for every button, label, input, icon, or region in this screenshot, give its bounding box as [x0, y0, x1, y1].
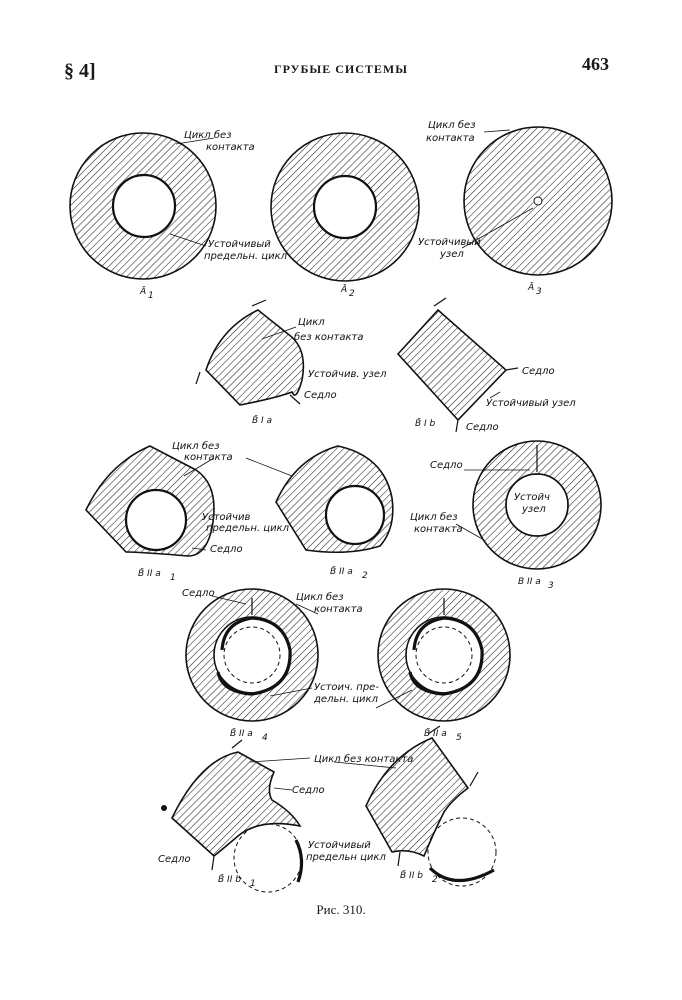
label-stable-limit-B2b1: Устойчивый	[308, 840, 371, 851]
sublabel-A3: Ā	[527, 282, 534, 293]
sublabel-B2b2-index: 2	[432, 875, 438, 885]
figure-caption: Рис. 310.	[316, 902, 366, 917]
label-stable-node-B2a3-2: узел	[521, 504, 546, 515]
label-cycle-no-contact-B2a4-2: контакта	[314, 604, 363, 615]
label-stable-node-A3-2: узел	[439, 249, 464, 260]
stable-node-A3	[533, 196, 543, 206]
sublabel-A2: Ā	[340, 284, 347, 295]
annulus-A1	[69, 132, 217, 280]
sublabel-B2a2: B̄ II a	[330, 565, 353, 577]
label-cycle-no-contact-A3: Цикл без	[428, 119, 476, 131]
diagram-B2a2: B̄ II a 2	[245, 445, 394, 581]
sublabel-B1b: B̄ I b	[415, 417, 436, 429]
sublabel-B2a2-index: 2	[362, 571, 368, 581]
label-stable-limit-B2b1-2: предельн цикл	[306, 852, 386, 863]
label-cycle-no-contact-B2a4: Цикл без	[296, 591, 344, 603]
label-cycle-no-contact-B2a3: Цикл без	[410, 511, 458, 523]
sublabel-B2b1: B̄ II b	[218, 873, 241, 885]
label-stable-node-B1b: Устойчивый узел	[486, 398, 576, 409]
sublabel-B2a4-index: 4	[262, 733, 268, 743]
diagram-B1a: Цикл без контакта Устойчив. узел Седло B…	[195, 299, 387, 426]
diagram-A3: Цикл без контакта Устойчивый узел Ā 3	[418, 119, 613, 297]
label-saddle-B2a1: Седло	[210, 544, 243, 555]
sublabel-B2a4: B̄ II a	[230, 727, 253, 739]
region-B1a	[205, 309, 305, 406]
label-cycle-no-contact-B2a3-2: контакта	[414, 524, 463, 535]
label-stable-limit-B2a4: Устоич. пре-	[314, 682, 379, 693]
label-cycle-no-contact: Цикл без	[184, 129, 232, 141]
region-B2b1	[171, 751, 302, 858]
label-saddle-B2a3: Седло	[430, 460, 463, 471]
label-stable-limit: Устойчивый	[208, 239, 271, 250]
sublabel-B2a5-index: 5	[456, 733, 462, 743]
label-stable-node-B2a3: Устойч	[514, 492, 550, 503]
diagram-B2b1: Седло Седло Устойчивый предельн цикл B̄ …	[158, 739, 386, 893]
label-saddle-B2a4: Седло	[182, 588, 215, 599]
diagram-A1: Цикл без контакта Устойчивый предельн. ц…	[69, 129, 288, 301]
label-stable-limit-2: предельн. цикл	[204, 251, 288, 262]
label-cycle-no-contact-B2a1: Цикл без	[172, 440, 220, 452]
sublabel-B2a3-index: 3	[548, 581, 554, 591]
page-number: 463	[582, 54, 609, 74]
label-saddle-B1b-2: Седло	[466, 422, 499, 433]
label-cycle-no-contact-full: Цикл без контакта	[314, 753, 413, 765]
label-saddle-B2b1: Седло	[292, 785, 325, 796]
diagram-B2b2: Цикл без контакта B̄ II b 2	[314, 725, 497, 887]
label-saddle-B1a: Седло	[304, 390, 337, 401]
sublabel-B2b2: B̄ II b	[400, 869, 423, 881]
label-no-contact-B1a: без контакта	[294, 331, 363, 343]
label-stable-limit-B2a1-2: предельн. цикл	[206, 523, 290, 534]
diagram-B1b: Седло Устойчивый узел Седло B̄ I b	[396, 297, 576, 433]
diagram-B2a1: Цикл без контакта Устойчив предельн. цик…	[85, 440, 290, 583]
running-title: ГРУБЫЕ СИСТЕМЫ	[274, 62, 408, 76]
label-cycle-no-contact-B2a1-2: контакта	[184, 452, 233, 463]
annulus-A2	[270, 132, 420, 282]
sublabel-B2b1-index: 1	[250, 879, 256, 889]
sublabel-A3-index: 3	[536, 287, 542, 297]
sublabel-A2-index: 2	[349, 289, 355, 299]
sublabel-A1-index: 1	[148, 291, 154, 301]
limit-cycle-A1	[111, 173, 177, 239]
label-saddle-B1b: Седло	[522, 366, 555, 377]
label-stable-node-A3: Устойчивый	[418, 237, 481, 248]
sublabel-B2a5: B̄ II a	[424, 727, 447, 739]
diagram-B2a3: Седло Устойч узел Цикл без контакта B II…	[410, 440, 602, 591]
sublabel-B2a1-index: 1	[170, 573, 176, 583]
label-stable-limit-B2a4-2: дельн. цикл	[313, 694, 379, 705]
sublabel-B2a3: B II a	[518, 577, 541, 587]
label-stable-node-B1a: Устойчив. узел	[308, 369, 387, 380]
section-marker: § 4]	[64, 60, 96, 82]
diagram-B2a4: Седло Цикл без контакта Устоич. пре- дел…	[182, 588, 379, 743]
sublabel-B1a: B̄ I a	[252, 414, 272, 426]
label-stable-limit-B2a1: Устойчив	[202, 512, 250, 523]
sublabel-B2a1: B̄ II a	[138, 567, 161, 579]
label-cycle-no-contact-A3-2: контакта	[426, 133, 475, 144]
sublabel-A1: Ā	[139, 286, 146, 297]
diagram-A2: Ā 2	[270, 132, 420, 299]
label-cycle-no-contact-2: контакта	[206, 142, 255, 153]
diagram-B2a5: B̄ II a 5	[375, 588, 511, 743]
label-cycle-B1a: Цикл	[298, 317, 325, 328]
label-saddle-B2b1-2: Седло	[158, 854, 191, 865]
